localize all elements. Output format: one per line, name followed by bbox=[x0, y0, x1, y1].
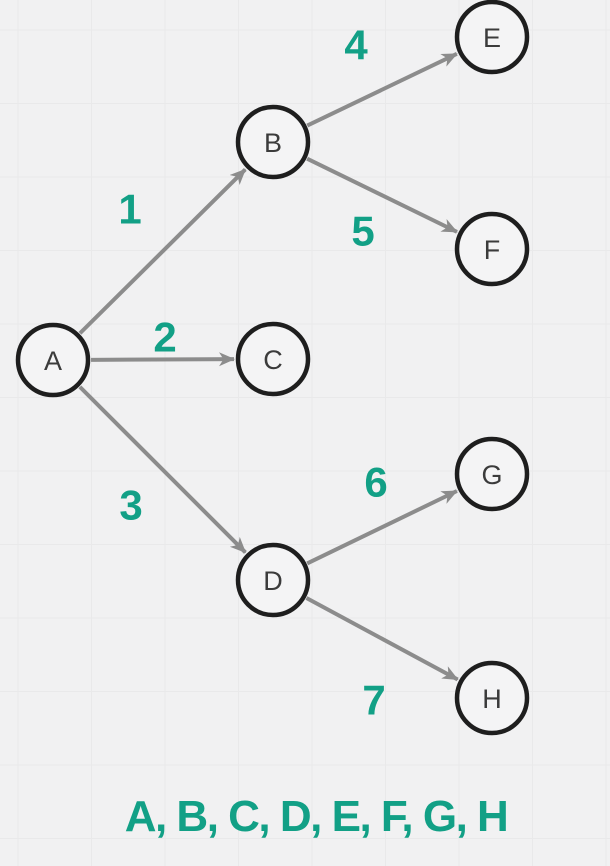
node-A bbox=[15, 322, 91, 398]
node-label-F: F bbox=[484, 235, 501, 265]
edge-label-A-D: 3 bbox=[119, 482, 142, 529]
edge-A-B bbox=[78, 168, 247, 335]
node-label-B: B bbox=[264, 128, 282, 158]
edge-label-A-C: 2 bbox=[153, 314, 176, 361]
node-label-E: E bbox=[483, 23, 501, 53]
traversal-result-text: A, B, C, D, E, F, G, H bbox=[124, 792, 509, 841]
node-label-C: C bbox=[263, 345, 283, 375]
edge-label-D-H: 7 bbox=[362, 677, 385, 724]
node-label-A: A bbox=[44, 346, 62, 376]
edge-A-D bbox=[78, 385, 247, 554]
node-B bbox=[235, 104, 311, 180]
node-H bbox=[454, 660, 530, 736]
edge-B-F bbox=[306, 156, 458, 234]
node-label-D: D bbox=[263, 566, 283, 596]
edge-D-G bbox=[306, 489, 458, 566]
edge-A-C bbox=[90, 352, 236, 367]
edge-label-B-E: 4 bbox=[344, 22, 368, 69]
node-E bbox=[454, 0, 530, 75]
edge-D-H bbox=[305, 596, 459, 682]
node-label-H: H bbox=[482, 684, 502, 714]
edge-label-A-B: 1 bbox=[118, 186, 141, 233]
edge-label-D-G: 6 bbox=[364, 459, 387, 506]
node-G bbox=[454, 436, 530, 512]
node-F bbox=[454, 211, 530, 287]
node-C bbox=[235, 321, 311, 397]
edge-label-B-F: 5 bbox=[351, 208, 374, 255]
node-D bbox=[235, 542, 311, 618]
edge-B-E bbox=[306, 52, 458, 128]
node-label-G: G bbox=[481, 460, 502, 490]
